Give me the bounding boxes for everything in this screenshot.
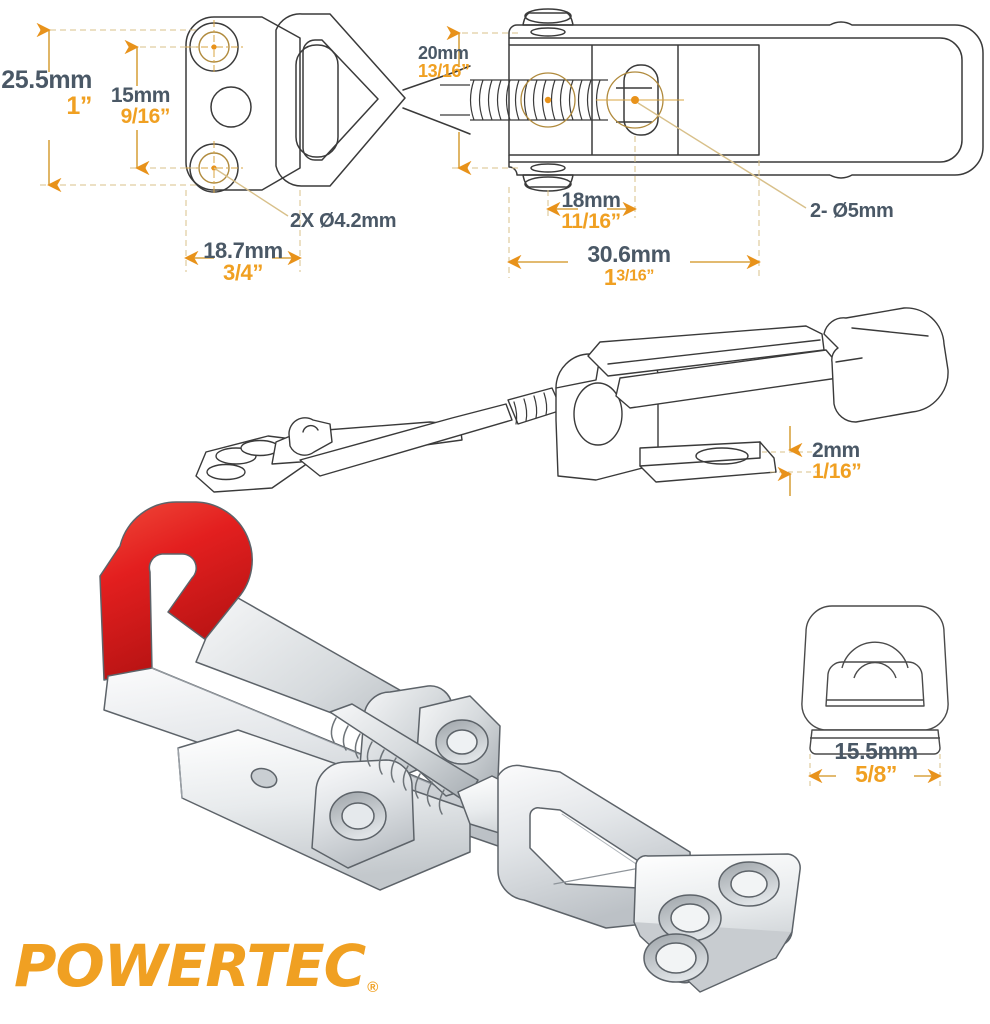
dimension-hole-spacing: 15mm 9/16” <box>110 84 171 129</box>
top-plan-view-drawing <box>36 8 984 278</box>
powertec-logo: POWERTEC® <box>14 934 434 1004</box>
registered-trademark-icon: ® <box>367 979 379 996</box>
side-iso-view-drawing <box>195 307 949 496</box>
dimension-pin-spacing: 18mm 11/16” <box>561 189 621 234</box>
dimension-base-length: 30.6mm 13/16” <box>587 241 671 291</box>
product-render-3d <box>99 501 801 993</box>
callout-pivot-holes: 2- Ø5mm <box>810 200 894 222</box>
dimension-plate-thickness: 2mm 1/16” <box>812 439 862 484</box>
dimension-plate-width: 18.7mm 3/4” <box>203 238 283 286</box>
front-detail-view-drawing <box>801 605 949 786</box>
dimension-overall-height: 25.5mm 1” <box>1 66 92 120</box>
dimension-base-height: 20mm 13/16” <box>418 43 470 82</box>
logo-wordmark: POWERTEC <box>14 932 366 1000</box>
callout-mounting-holes: 2X Ø4.2mm <box>290 210 397 232</box>
dimension-head-width: 15.5mm 5/8” <box>834 738 918 788</box>
